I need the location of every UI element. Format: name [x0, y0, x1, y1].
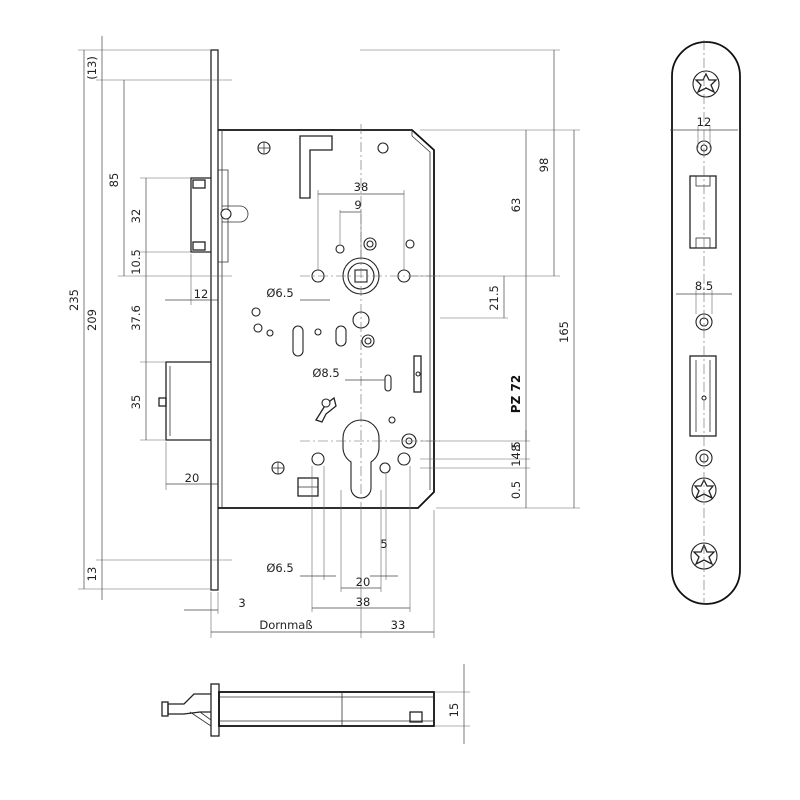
label-20-left: 20	[185, 471, 200, 485]
forend-outline	[671, 41, 741, 605]
label-dia-6-5-top: Ø6.5	[266, 286, 293, 300]
label-165: 165	[557, 321, 571, 343]
screw-bottom-right	[379, 462, 391, 474]
label-0-5: 0.5	[509, 481, 523, 499]
lock-case-outline	[218, 129, 435, 509]
pawl-pivot	[321, 398, 331, 408]
latch-opening	[689, 175, 717, 249]
label-9: 9	[354, 198, 361, 212]
bottom-dimensions	[184, 466, 435, 638]
side-tab	[409, 711, 423, 723]
label-pz72: PZ 72	[509, 375, 523, 413]
side-forend	[210, 683, 220, 737]
dead-bolt	[165, 361, 211, 441]
top-internal-dimensions	[300, 190, 405, 381]
label-12-left: 12	[194, 287, 209, 301]
side-latch	[167, 693, 211, 715]
label-8-5-plate: 8.5	[695, 279, 713, 293]
label-12-plate: 12	[697, 115, 712, 129]
label-98: 98	[537, 158, 551, 173]
right-dimensions	[360, 49, 580, 509]
label-13-bottom: 13	[85, 567, 99, 582]
slot-small	[384, 374, 392, 392]
latch-bolt-tab-bottom	[192, 241, 206, 251]
slot-right	[335, 325, 347, 347]
side-case	[218, 691, 435, 727]
label-85: 85	[107, 173, 121, 188]
forend-plate-side-view	[670, 40, 741, 605]
switch-slot	[413, 355, 422, 393]
slot-left	[292, 325, 304, 357]
hole-m3	[266, 329, 274, 337]
lock-case-inner-edge	[411, 130, 431, 490]
cylinder-screw-left	[311, 452, 325, 466]
label-235: 235	[67, 289, 81, 311]
label-21-5: 21.5	[487, 285, 501, 311]
spring-pin-upper-inner	[366, 240, 374, 248]
small-hole-right	[405, 239, 415, 249]
label-38-bottom: 38	[356, 595, 371, 609]
side-latch-tip	[161, 701, 169, 717]
lock-body-front-view	[158, 49, 440, 591]
label-35: 35	[129, 395, 143, 410]
cylinder-screw-right	[397, 452, 411, 466]
switch-hole	[415, 371, 421, 377]
label-10-5: 10.5	[129, 249, 143, 275]
screw-hole-top-right	[377, 142, 389, 154]
latch-bolt	[190, 177, 211, 253]
hole-m4	[314, 328, 322, 336]
top-torx-star	[694, 72, 718, 94]
label-8: 8	[509, 444, 523, 451]
label-37-6: 37.6	[129, 305, 143, 331]
label-15: 15	[447, 703, 461, 718]
spring-pin-lower-inner	[364, 337, 372, 345]
hole-m2	[253, 323, 263, 333]
left-dimensions	[78, 36, 232, 600]
latch-pivot	[220, 208, 232, 220]
lever-tab	[299, 135, 333, 199]
small-hole-left	[335, 244, 345, 254]
label-209: 209	[85, 309, 99, 331]
label-33: 33	[391, 618, 406, 632]
hole-m6	[388, 416, 396, 424]
label-63: 63	[509, 198, 523, 213]
top-torx-screw	[692, 70, 720, 98]
label-3: 3	[238, 596, 245, 610]
label-13-top: (13)	[85, 56, 99, 80]
hole-m1	[251, 307, 261, 317]
label-38-top: 38	[354, 180, 369, 194]
latch-bolt-tab-top	[192, 179, 206, 189]
label-32: 32	[129, 209, 143, 224]
label-dia-6-5-bottom: Ø6.5	[266, 561, 293, 575]
forend-plate	[210, 49, 219, 591]
label-14-5: 14.5	[509, 441, 523, 467]
latch-link	[222, 205, 249, 223]
lock-side-view	[161, 664, 470, 744]
label-5: 5	[380, 537, 387, 551]
dead-bolt-pin	[158, 397, 167, 407]
label-dornmass: Dornmaß	[259, 618, 312, 632]
label-20-bottom: 20	[356, 575, 371, 589]
deadbolt-opening	[689, 355, 717, 437]
label-dia-8-5: Ø8.5	[312, 366, 339, 380]
